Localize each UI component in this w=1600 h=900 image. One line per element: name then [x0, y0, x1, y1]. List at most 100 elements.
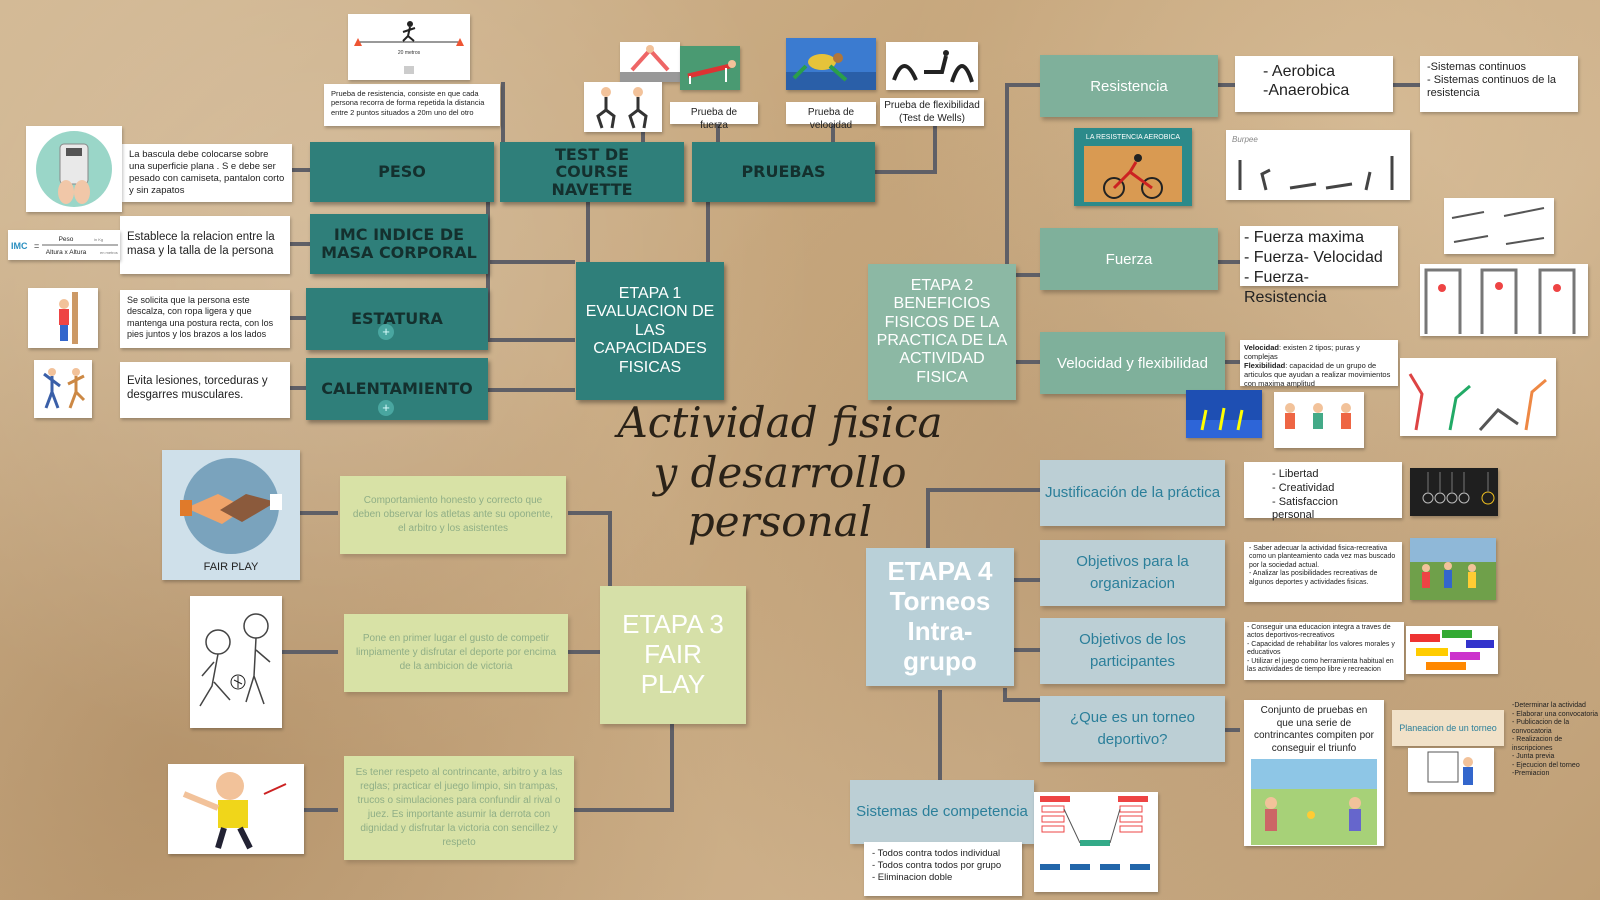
- sistemas-competencia-node[interactable]: Sistemas de competencia: [850, 780, 1034, 844]
- flexibilidad-term: Flexibilidad: [1244, 361, 1286, 370]
- imc-note: Establece la relacion entre la masa y la…: [120, 216, 290, 274]
- scale-image: [26, 126, 122, 212]
- fairplay-desc-2[interactable]: Pone en primer lugar el gusto de competi…: [344, 614, 568, 692]
- fairplay-image-label: FAIR PLAY: [204, 561, 259, 573]
- soccer-icon: [199, 613, 271, 707]
- burpee-icon: Burpee: [1232, 135, 1394, 191]
- pruebas-node[interactable]: PRUEBAS: [692, 142, 875, 202]
- etapa2-node[interactable]: ETAPA 2 BENEFICIOS FISICOS DE LA PRACTIC…: [868, 264, 1016, 400]
- pruebas-label: PRUEBAS: [741, 162, 826, 182]
- etapa3-label: ETAPA 3 FAIR PLAY: [622, 609, 724, 699]
- expand-icon[interactable]: +: [378, 400, 394, 416]
- velocidad-term: Velocidad: [1244, 343, 1280, 352]
- etapa1-node[interactable]: ETAPA 1 EVALUACION DE LAS CAPACIDADES FI…: [576, 262, 724, 400]
- board-icon: [1427, 751, 1473, 785]
- resistencia-sistemas: -Sistemas continuos - Sistemas continuos…: [1420, 56, 1578, 112]
- test-course-navette-node[interactable]: TEST DE COURSE NAVETTE: [500, 142, 684, 202]
- runner-icon: 20 metros: [354, 21, 464, 74]
- planeacion-label: Planeacion de un torneo: [1399, 723, 1497, 733]
- fairplay-desc-1[interactable]: Comportamiento honesto y correcto que de…: [340, 476, 566, 554]
- peso-note: La bascula debe colocarse sobre una supe…: [122, 144, 292, 202]
- prueba-velocidad-label: Prueba de velocidad: [786, 102, 876, 131]
- etapa4-node[interactable]: ETAPA 4 Torneos Intra-grupo: [866, 548, 1014, 686]
- kids-icon: [1285, 403, 1351, 429]
- objetivos-participantes-label: Objetivos de los participantes: [1079, 631, 1186, 670]
- sprinters-icon: [1186, 407, 1262, 438]
- squat-image: [584, 82, 662, 132]
- fairplay-desc-3[interactable]: Es tener respeto al contrincante, arbitr…: [344, 756, 574, 860]
- fairplay-desc-3-text: Es tener respeto al contrincante, arbitr…: [355, 767, 563, 848]
- kids-soccer-image: [190, 596, 282, 728]
- calentamiento-label: CALENTAMIENTO: [321, 379, 473, 399]
- warmup-image: [34, 360, 92, 418]
- map-title: Actividad fisica y desarrollo personal: [617, 398, 943, 547]
- fuerza-node[interactable]: Fuerza: [1040, 228, 1218, 290]
- estatura-label: ESTATURA: [351, 309, 443, 329]
- bracket-image: [1034, 792, 1158, 892]
- que-es-torneo-label: ¿Que es un torneo deportivo?: [1069, 709, 1196, 748]
- yoga-image: [1400, 358, 1556, 436]
- planeacion-torneo-node[interactable]: Planeacion de un torneo: [1392, 710, 1504, 746]
- imc-formula-prefix: IMC: [11, 241, 28, 251]
- imc-formula-den-unit: en metros: [100, 250, 118, 255]
- emoji-image: [1410, 468, 1498, 516]
- flex-icon: [892, 50, 974, 83]
- resistencia-node[interactable]: Resistencia: [1040, 55, 1218, 117]
- fuerza-image: [620, 42, 680, 82]
- kids-running-image: [1274, 392, 1364, 448]
- objetivos-participantes-node[interactable]: Objetivos de los participantes: [1040, 618, 1225, 684]
- runners-icon: [786, 38, 876, 90]
- justificacion-label: Justificación de la práctica: [1044, 484, 1221, 502]
- peso-node[interactable]: PESO: [310, 142, 494, 202]
- bracket-icon: [1040, 796, 1150, 870]
- imc-formula-num: Peso: [59, 236, 74, 243]
- faces-icon: [1422, 472, 1495, 505]
- planeacion-list: -Determinar la actividad - Elaborar una …: [1512, 702, 1598, 778]
- measure-icon: [59, 292, 78, 344]
- imc-node[interactable]: IMC INDICE DE MASA CORPORAL: [310, 214, 488, 274]
- velocidad-flexibilidad-label: Velocidad y flexibilidad: [1057, 354, 1208, 372]
- people-icon: [1410, 538, 1496, 588]
- handshake-icon: FAIR PLAY: [180, 458, 282, 573]
- burpee-label: Burpee: [1232, 135, 1258, 144]
- squat-icon: [596, 87, 648, 129]
- estatura-node[interactable]: ESTATURA: [306, 288, 488, 350]
- calentamiento-note: Evita lesiones, torceduras y desgarres m…: [120, 362, 290, 418]
- course-navette-image: 20 metros: [348, 14, 470, 80]
- etapa3-node[interactable]: ETAPA 3 FAIR PLAY: [600, 586, 746, 724]
- exercise-icon: [620, 45, 680, 82]
- distance-label: 20 metros: [398, 50, 421, 56]
- velocidad-definition: : existen 2 tipos; puras y complejas: [1244, 343, 1360, 361]
- gym-icon: [1424, 268, 1576, 334]
- objetivos-participantes-note: - Conseguir una educacion integra a trav…: [1244, 622, 1404, 680]
- yoga-icon: [1408, 373, 1547, 432]
- que-es-torneo-text: Conjunto de pruebas en que una serie de …: [1253, 705, 1375, 754]
- words-icon: [1410, 630, 1494, 670]
- etapa4-label: ETAPA 4 Torneos Intra-grupo: [887, 556, 993, 676]
- peso-label: PESO: [378, 162, 426, 182]
- que-es-torneo-node[interactable]: ¿Que es un torneo deportivo?: [1040, 696, 1225, 762]
- referee-image: [168, 764, 304, 854]
- etapa2-label: ETAPA 2 BENEFICIOS FISICOS DE LA PRACTIC…: [876, 276, 1008, 386]
- height-measure-image: [28, 288, 98, 348]
- flexibilidad-image: [886, 42, 978, 90]
- test-note: Prueba de resistencia, consiste en que c…: [324, 84, 500, 126]
- fairplay-handshake-image: FAIR PLAY: [162, 450, 300, 580]
- fuerza-exercises-image: [1444, 198, 1554, 254]
- velocidad-flexibilidad-node[interactable]: Velocidad y flexibilidad: [1040, 332, 1225, 394]
- fuerza-types: - Fuerza maxima - Fuerza- Velocidad - Fu…: [1240, 226, 1398, 306]
- expand-icon[interactable]: +: [378, 324, 394, 340]
- objetivos-organizacion-label: Objetivos para la organizacion: [1076, 553, 1189, 592]
- estatura-note: Se solicita que la persona este descalza…: [120, 290, 290, 348]
- imc-label: IMC INDICE DE MASA CORPORAL: [321, 225, 477, 262]
- resistencia-aerobica-image: LA RESISTENCIA AEROBICA: [1074, 128, 1192, 206]
- flexibilidad-definition: : capacidad de un grupo de articulos que…: [1244, 361, 1391, 388]
- velocidad-flexibilidad-note: Velocidad: existen 2 tipos; puras y comp…: [1240, 340, 1398, 388]
- fairplay-desc-2-text: Pone en primer lugar el gusto de competi…: [355, 633, 557, 672]
- calentamiento-node[interactable]: CALENTAMIENTO: [306, 358, 488, 420]
- objetivos-organizacion-node[interactable]: Objetivos para la organizacion: [1040, 540, 1225, 606]
- group-activity-image: [1410, 538, 1496, 600]
- justificacion-list: - Libertad - Creatividad - Satisfaccion …: [1244, 462, 1402, 521]
- justificacion-node[interactable]: Justificación de la práctica: [1040, 460, 1225, 526]
